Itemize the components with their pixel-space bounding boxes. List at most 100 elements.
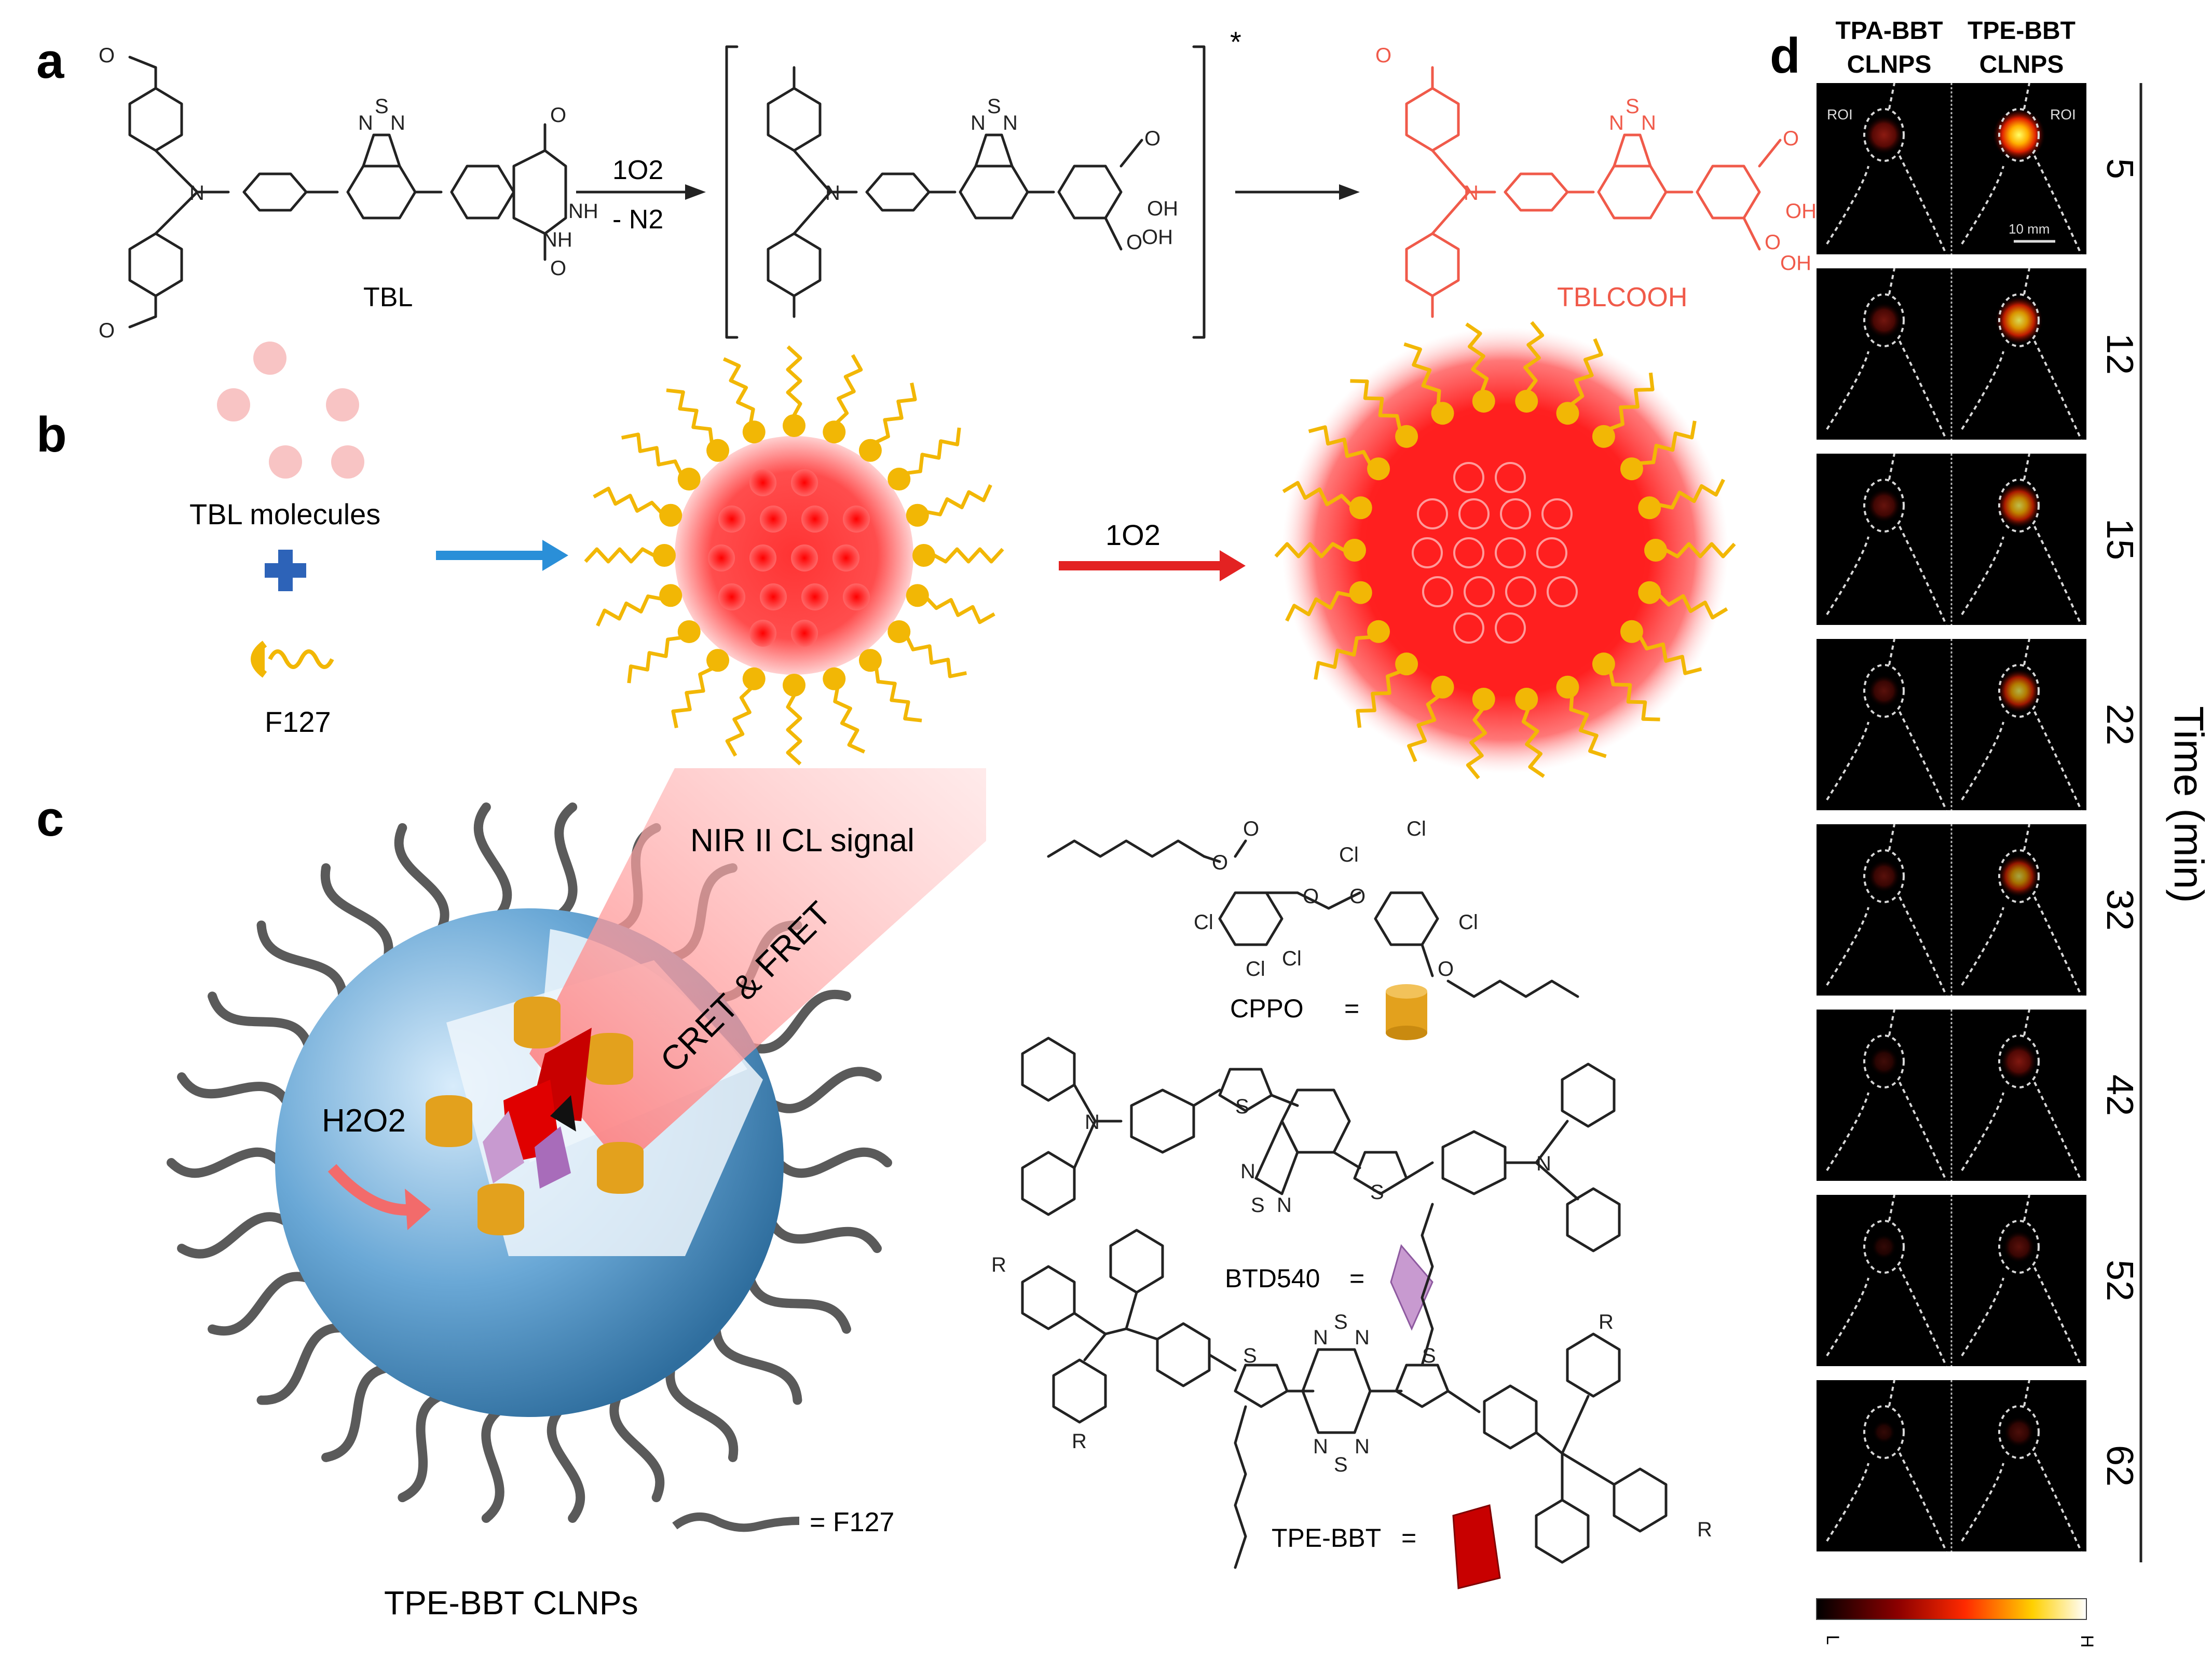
roi-outline <box>1863 108 1905 162</box>
colorbar <box>1816 1598 2087 1620</box>
activated-core-dots <box>1412 462 1578 644</box>
svg-text:N: N <box>825 182 840 205</box>
cppo-icon <box>1386 984 1427 1040</box>
body-outline <box>1961 1277 2004 1357</box>
f127-head <box>1515 389 1538 413</box>
svg-text:O: O <box>99 319 115 342</box>
f127-head <box>742 420 766 444</box>
f127-head <box>1620 620 1643 643</box>
body-outline <box>1826 907 1869 986</box>
signal-spot <box>1866 303 1902 338</box>
nanoparticle-polymer-chains <box>167 802 892 1523</box>
tbl-atoms: O O N N S N O O NH NH <box>99 44 598 342</box>
f127-head <box>677 468 701 491</box>
nanoparticle-label: TPE-BBT CLNPs <box>384 1584 638 1622</box>
tpe-bbt-label: TPE-BBT <box>1272 1523 1381 1552</box>
roi-outline <box>1998 664 2040 718</box>
f127-chain <box>767 1067 882 1113</box>
f127-head <box>887 468 911 491</box>
f127-chain <box>767 1217 882 1254</box>
f127-tail <box>1640 420 1697 465</box>
f127-tail <box>1658 594 1728 620</box>
svg-text:O: O <box>1375 44 1391 67</box>
col2-header-line2: CLNPS <box>1979 51 2064 78</box>
f127-chain <box>208 1272 313 1336</box>
plus-icon <box>265 550 306 591</box>
roi-outline <box>1998 1220 2040 1274</box>
svg-text:Cl: Cl <box>1194 911 1213 934</box>
time-label: 22 <box>2099 704 2140 745</box>
panel-b: b TBL molecules F127 <box>36 327 1728 773</box>
svg-text:O: O <box>1765 231 1781 254</box>
f127-tail <box>1465 322 1489 392</box>
body-outline <box>1961 1092 2004 1171</box>
f127-chain <box>711 1323 802 1405</box>
f127-head <box>823 420 846 444</box>
svg-text:S: S <box>987 95 1001 118</box>
f127-tail <box>1356 670 1401 728</box>
f127-chain <box>745 989 851 1054</box>
intermediate-bracket <box>725 45 1206 339</box>
svg-text:O: O <box>1243 818 1259 840</box>
f127-tail <box>927 484 992 516</box>
roi-outline <box>1863 1220 1905 1274</box>
f127-tail <box>1659 479 1725 510</box>
tbl-structure <box>128 56 567 329</box>
f127-tail <box>933 547 1004 564</box>
b-reagent: 1O2 <box>1105 519 1160 551</box>
f127-head <box>1349 581 1372 604</box>
btd540-equals: = <box>1349 1264 1364 1293</box>
f127-chain <box>256 1323 348 1405</box>
f127-tail <box>1571 338 1603 405</box>
f127-tail <box>1523 321 1545 392</box>
body-outline <box>1899 711 1947 811</box>
body-outline <box>1961 721 2004 801</box>
cppo-atoms: O O Cl Cl Cl O O Cl Cl Cl O <box>1194 818 1478 980</box>
time-label: 42 <box>2099 1074 2140 1116</box>
time-label: 12 <box>2099 333 2140 375</box>
roi-label: ROI <box>1827 106 1853 122</box>
svg-text:S: S <box>375 95 389 118</box>
h2o2-arrow <box>327 1164 416 1216</box>
f127-tail <box>725 687 752 757</box>
svg-text:NH: NH <box>542 228 572 251</box>
btd540-icon <box>1390 1244 1433 1331</box>
svg-text:Cl: Cl <box>1458 911 1478 934</box>
f127-tail <box>584 547 655 564</box>
signal-spot <box>1868 675 1900 707</box>
f127-head <box>659 503 682 527</box>
micelle-polymer-shell-1 <box>584 345 1004 766</box>
svg-text:O: O <box>1349 885 1366 908</box>
f127-head <box>1644 539 1667 562</box>
f127-head <box>1395 425 1418 448</box>
blue-arrow-head <box>542 540 568 571</box>
tblcooh-label: TBLCOOH <box>1557 282 1687 312</box>
f127-head <box>858 439 882 462</box>
f127-tail <box>666 388 714 443</box>
svg-text:O: O <box>1783 127 1799 150</box>
f127-head <box>1472 688 1495 711</box>
f127-chain <box>473 802 512 920</box>
btd540-crystals <box>483 1111 571 1189</box>
f127-tail <box>671 667 713 728</box>
cppo-equals: = <box>1344 994 1359 1023</box>
f127-chain <box>774 1147 892 1178</box>
f127-tail <box>1285 591 1351 622</box>
f127-head <box>783 414 805 437</box>
body-outline <box>1826 536 1869 616</box>
micelle-loaded <box>675 436 913 675</box>
svg-text:S: S <box>1370 1181 1384 1204</box>
imaging-row <box>1817 824 2086 996</box>
f127-head <box>1592 425 1615 448</box>
body-outline <box>2033 896 2082 996</box>
f127-chain <box>256 920 348 1002</box>
body-outline <box>1826 1092 1869 1171</box>
reagent-n2-loss: - N2 <box>612 205 663 235</box>
svg-text:N: N <box>390 112 405 134</box>
f127-chain <box>554 802 578 920</box>
tbl-molecule-dots <box>217 342 364 479</box>
f127-tail <box>1314 635 1370 680</box>
body-outline <box>1961 907 2004 986</box>
btd540-structure <box>1021 1037 1621 1252</box>
